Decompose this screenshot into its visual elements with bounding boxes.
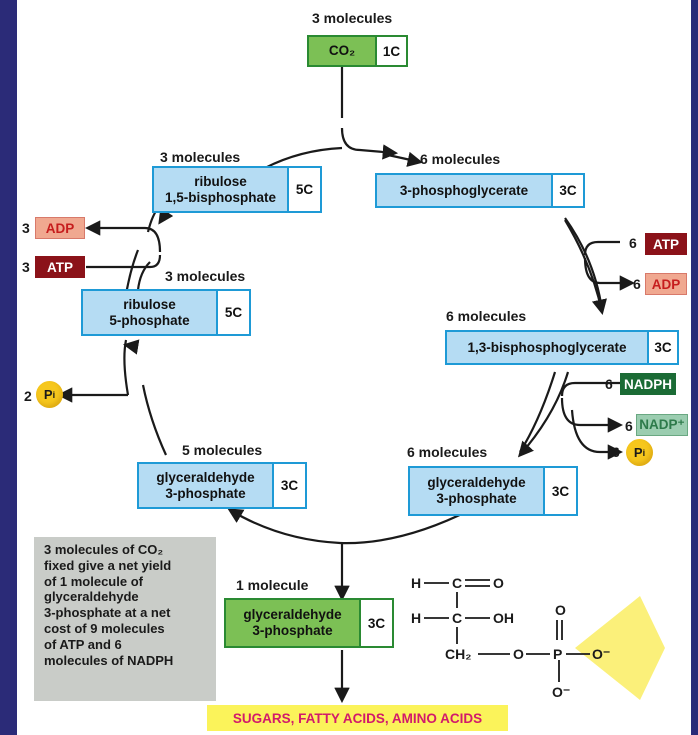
co2-join-arrow [340, 127, 399, 160]
atom-h1: H [411, 575, 421, 591]
nadph-tag: NADPH [620, 373, 676, 395]
pga-count: 6 molecules [420, 151, 501, 167]
phosphate-highlight [575, 596, 665, 700]
bpg-box: 1,3-bisphosphoglycerate 3C [445, 330, 679, 365]
pga-name: 3-phosphoglycerate [377, 175, 553, 206]
g3p-out-carbons: 3C [367, 615, 386, 631]
atom-o-bottom: O⁻ [552, 684, 570, 700]
summary-note: 3 molecules of CO₂ fixed give a net yiel… [34, 537, 216, 701]
rubp-box: ribulose 1,5-bisphosphate 5C [152, 166, 322, 213]
g3p-left-carbons: 3C [280, 478, 299, 493]
nadph-in [560, 381, 620, 397]
adp-out-right [583, 257, 636, 291]
rubp-carbons: 5C [295, 182, 314, 197]
ru5p-carbons: 5C [224, 305, 243, 320]
atp-in-left [86, 254, 162, 269]
atom-o-minus: O⁻ [592, 646, 610, 662]
g3p-right-box: glyceraldehyde 3-phosphate 3C [408, 466, 578, 516]
atom-c1: C [452, 575, 462, 591]
co2-count: 3 molecules [312, 10, 393, 26]
atom-h2: H [411, 610, 421, 626]
pi-subscript: i [52, 389, 56, 400]
rubp-count: 3 molecules [160, 149, 241, 165]
left-adp-tag: ADP [35, 217, 85, 239]
rubp-name: ribulose 1,5-bisphosphate [154, 168, 289, 211]
products-banner: SUGARS, FATTY ACIDS, AMINO ACIDS [207, 705, 508, 731]
right-adp-tag: ADP [645, 273, 687, 295]
g3p-left-count: 5 molecules [182, 442, 263, 458]
g3p-right-count: 6 molecules [407, 444, 488, 460]
right-atp-count: 6 [629, 235, 637, 251]
pi-out-right [570, 409, 624, 460]
g3p-right-carbons: 3C [551, 483, 570, 499]
co2-carbons: 1C [382, 43, 401, 59]
ru5p-count: 3 molecules [165, 268, 246, 284]
co2-box: CO₂ 1C [307, 35, 408, 67]
right-atp-tag: ATP [645, 233, 687, 255]
atom-ch2: CH₂ [445, 646, 471, 662]
bpg-count: 6 molecules [446, 308, 527, 324]
left-adp-count: 3 [22, 220, 30, 236]
g3p-left-name: glyceraldehyde 3-phosphate [139, 464, 274, 507]
arc-left-lower [141, 384, 168, 456]
ru5p-box: ribulose 5-phosphate 5C [81, 289, 251, 336]
atom-oh: OH [493, 610, 514, 626]
g3p-out-count: 1 molecule [236, 577, 309, 593]
pga-box: 3-phosphoglycerate 3C [375, 173, 585, 208]
nadp-tag: NADP⁺ [636, 414, 688, 436]
atom-o-top: O [555, 602, 566, 618]
g3p-out-box: glyceraldehyde 3-phosphate 3C [224, 598, 394, 648]
pi-symbol: P [43, 387, 53, 402]
ru5p-name: ribulose 5-phosphate [83, 291, 218, 334]
pi-right-count: 6 [612, 444, 620, 460]
co2-label: CO₂ [309, 37, 377, 65]
nadp-out [560, 397, 624, 433]
pi-subscript: i [642, 447, 646, 458]
nadp-count: 6 [625, 418, 633, 434]
g3p-out-name: glyceraldehyde 3-phosphate [226, 600, 361, 646]
pga-carbons: 3C [559, 183, 577, 198]
left-atp-count: 3 [22, 259, 30, 275]
pi-left-count: 2 [24, 388, 32, 404]
bpg-name: 1,3-bisphosphoglycerate [447, 332, 649, 363]
nadph-count: 6 [605, 376, 613, 392]
arc-top [264, 146, 343, 169]
atom-c2: C [452, 610, 462, 626]
atp-in-right [583, 240, 620, 256]
bpg-carbons: 3C [654, 340, 672, 355]
atom-o1: O [493, 575, 504, 591]
g3p-left-box: glyceraldehyde 3-phosphate 3C [137, 462, 307, 509]
pi-symbol: P [633, 445, 643, 460]
right-adp-count: 6 [633, 276, 641, 292]
arc-bottom [227, 508, 471, 545]
left-atp-tag: ATP [35, 256, 85, 278]
adp-out-left [84, 220, 162, 253]
atom-o3: O [513, 646, 524, 662]
atom-p: P [553, 646, 562, 662]
g3p-right-name: glyceraldehyde 3-phosphate [410, 468, 545, 514]
